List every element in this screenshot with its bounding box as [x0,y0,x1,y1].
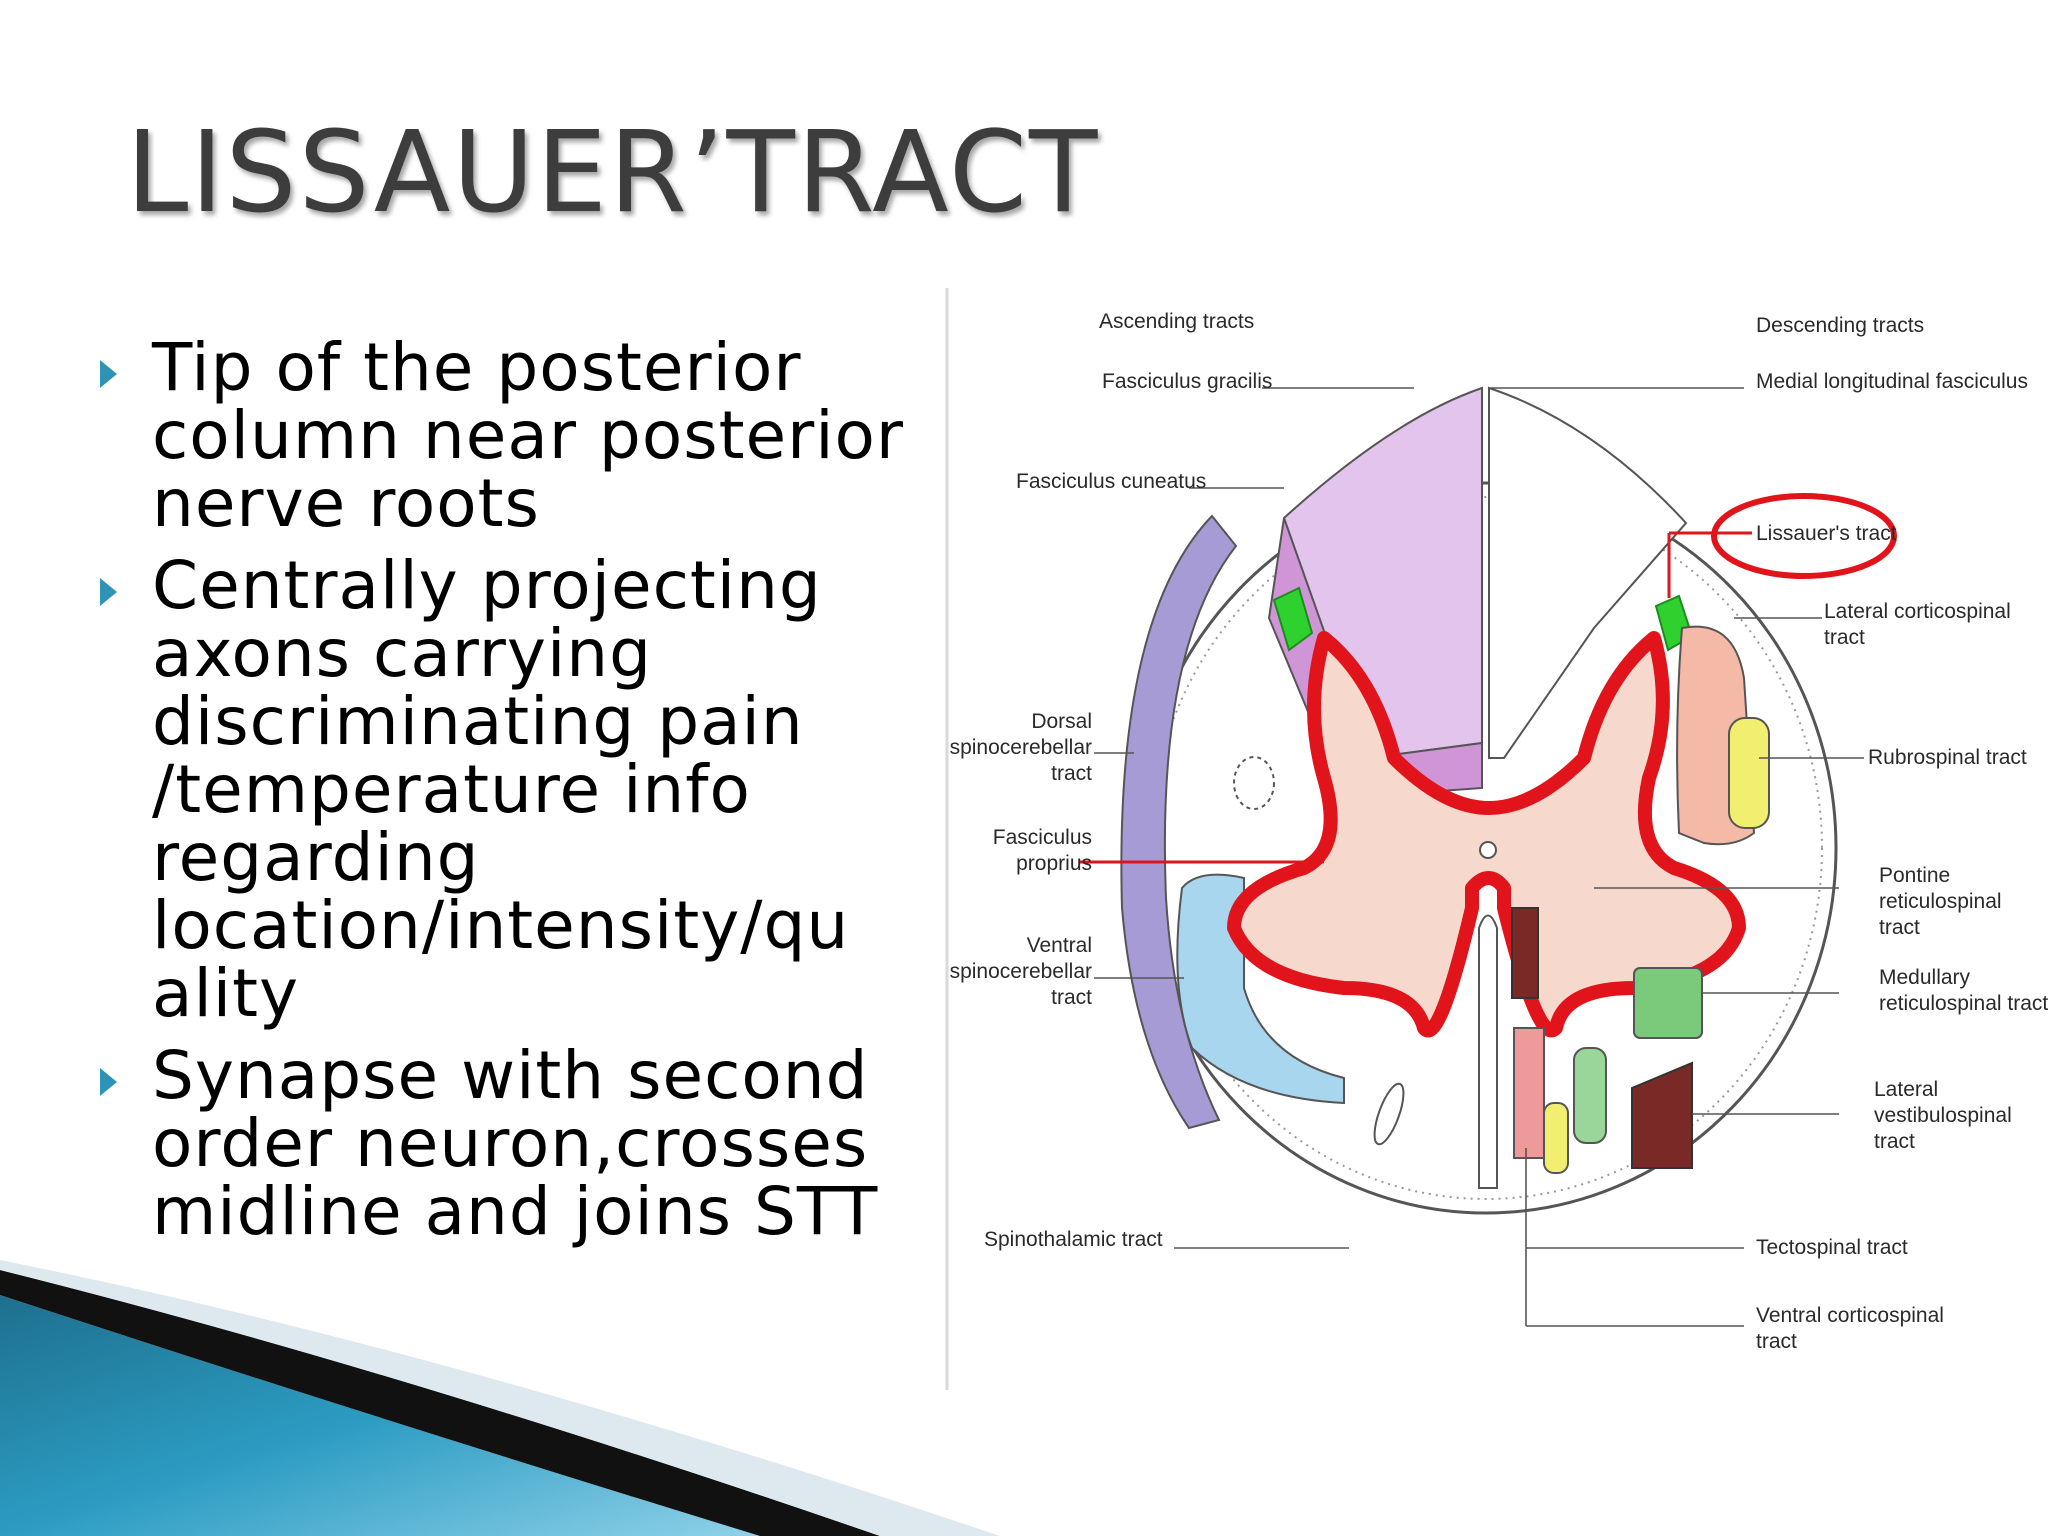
label-lateral-vestibulospinal-3: tract [1874,1130,1915,1153]
triangle-bullet-icon [100,360,117,388]
descending-tracts-header: Descending tracts [1756,314,1924,337]
bullet-item: Synapse with second order neuron,crosses… [96,1042,936,1246]
label-dorsal-spinocerebellar-1: Dorsal [1031,710,1092,733]
label-medullary-reticulospinal-2: reticulospinal tract [1879,992,2048,1015]
lissauer-tract-left [1272,586,1314,652]
label-fasciculus-cuneatus: Fasciculus cuneatus [1016,470,1206,493]
label-lissauer: Lissauer's tract [1756,522,1897,545]
label-lateral-vestibulospinal-2: vestibulospinal [1874,1104,2012,1127]
label-lateral-corticospinal-2: tract [1824,626,1865,649]
label-medullary-reticulospinal-1: Medullary [1879,966,1971,989]
pontine-reticulospinal-region [1573,1047,1607,1144]
label-lateral-corticospinal-1: Lateral corticospinal [1824,600,2011,623]
lateral-vestibulospinal-region [1631,1061,1693,1169]
label-lateral-vestibulospinal-1: Lateral [1874,1078,1938,1101]
bullet-item: Tip of the posterior column near posteri… [96,334,936,538]
label-dorsal-spinocerebellar-3: tract [1051,762,1092,785]
label-ventral-corticospinal-2: tract [1756,1330,1797,1353]
label-dorsal-spinocerebellar-2: spinocerebellar [950,736,1092,759]
bullet-item: Centrally projecting axons carrying disc… [96,552,936,1028]
label-tectospinal: Tectospinal tract [1756,1236,1908,1259]
central-canal [1479,841,1497,859]
ventral-corticospinal-region [1513,1027,1545,1159]
spinal-cord-diagram: Ascending tracts Descending tracts Fasci… [944,288,2048,1390]
label-rubrospinal: Rubrospinal tract [1868,746,2027,769]
bullet-text: Synapse with second order neuron,crosses… [152,1037,879,1250]
label-fasciculus-proprius-2: proprius [1016,852,1092,875]
triangle-bullet-icon [100,578,117,606]
triangle-bullet-icon [100,1068,117,1096]
label-fasciculus-gracilis: Fasciculus gracilis [1102,370,1272,393]
medullary-reticulospinal-region [1633,967,1703,1039]
label-fasciculus-proprius-1: Fasciculus [993,826,1092,849]
spinal-cord-cross-section: Ascending tracts Descending tracts Fasci… [944,288,2048,1390]
tectospinal-region [1511,907,1539,999]
bullet-text: Tip of the posterior column near posteri… [152,329,905,542]
label-ventral-spinocerebellar-1: Ventral [1027,934,1092,957]
ascending-tracts-header: Ascending tracts [1099,310,1254,333]
bullet-text: Centrally projecting axons carrying disc… [152,547,850,1032]
label-medial-longitudinal: Medial longitudinal fasciculus [1756,370,2028,393]
label-pontine-reticulospinal-2: reticulospinal [1879,890,2002,913]
label-ventral-spinocerebellar-2: spinocerebellar [950,960,1092,983]
bullet-list: Tip of the posterior column near posteri… [96,334,936,1260]
label-ventral-spinocerebellar-3: tract [1051,986,1092,1009]
label-ventral-corticospinal-1: Ventral corticospinal [1756,1304,1944,1327]
lissauer-highlight-circle [1711,493,1897,579]
slide-title: LISSAUER’TRACT [126,108,1100,238]
decorative-swoosh [0,1200,1100,1536]
rubrospinal-region [1728,717,1770,829]
dorsal-spinocerebellar-region [1120,514,1238,1130]
ventral-spinocerebellar-region [1176,873,1345,1105]
label-spinothalamic: Spinothalamic tract [984,1228,1163,1251]
gray-matter-outline [1227,631,1746,1038]
label-pontine-reticulospinal-1: Pontine [1879,864,1950,887]
label-pontine-reticulospinal-3: tract [1879,916,1920,939]
